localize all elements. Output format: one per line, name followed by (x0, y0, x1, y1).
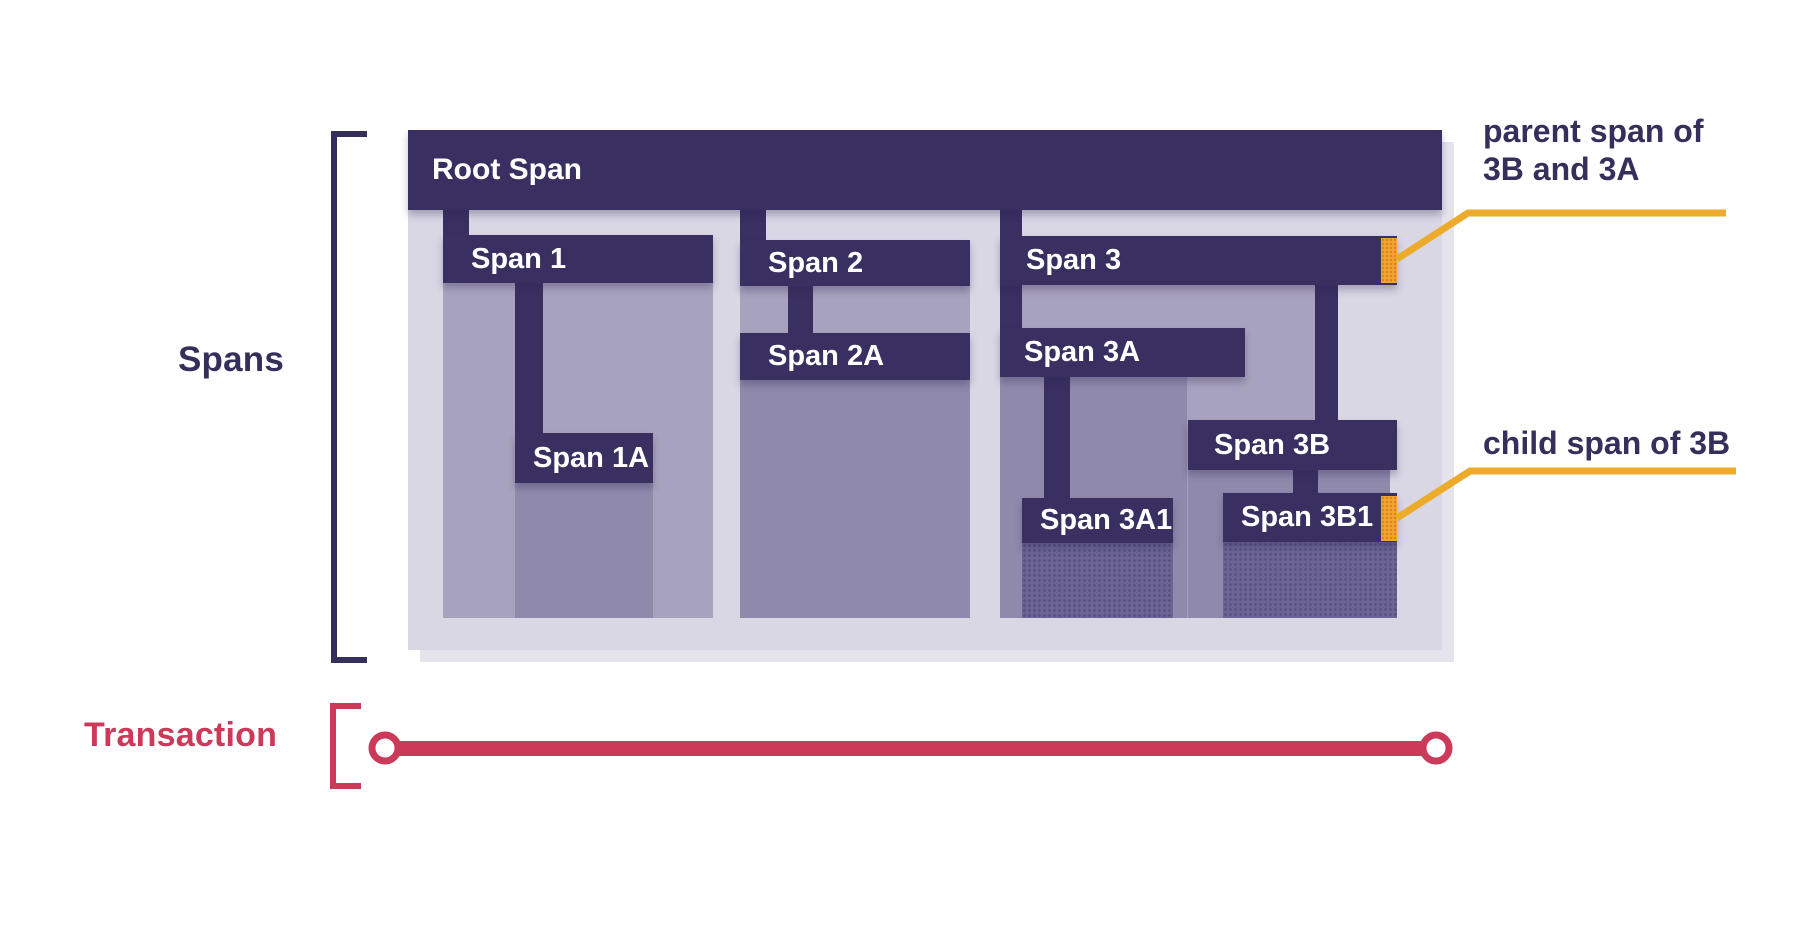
root-span-bar: Root Span (408, 130, 1442, 210)
span3a1-bar: Span 3A1 (1022, 498, 1173, 543)
span3b1-label: Span 3B1 (1241, 501, 1374, 533)
transaction-bracket (330, 703, 361, 789)
annotation-parent-span: parent span of 3B and 3A (1483, 113, 1704, 187)
span2a-duration-area (740, 380, 970, 618)
connector-span3b-span3b1 (1293, 470, 1318, 493)
trace-panel: Root Span Span 1 Span 1A Span 2 Span 2A … (408, 130, 1442, 650)
span3b1-duration-area (1223, 542, 1397, 618)
connector-span1-span1a (515, 283, 543, 433)
span3-label: Span 3 (1026, 244, 1122, 276)
span3a1-duration-area (1022, 543, 1173, 618)
spans-bracket (331, 131, 367, 663)
transaction-start-circle (368, 731, 402, 765)
connector-root-span3 (1000, 208, 1022, 238)
span3-bar: Span 3 (1000, 236, 1397, 285)
transaction-end-circle (1419, 731, 1453, 765)
connector-span2-span2a (788, 286, 813, 333)
span3a-bar: Span 3A (1000, 328, 1245, 377)
span2-bar: Span 2 (740, 240, 970, 286)
span1a-label: Span 1A (533, 441, 650, 474)
span1a-bar: Span 1A (515, 433, 653, 483)
root-span-label: Root Span (432, 153, 582, 186)
connector-root-span2 (740, 208, 766, 242)
span3b-bar: Span 3B (1188, 420, 1397, 470)
connector-root-span1 (443, 208, 469, 238)
span1a-duration-area (515, 483, 653, 618)
span2-label: Span 2 (768, 246, 864, 279)
connector-span3a-span3a1 (1044, 377, 1070, 498)
span2a-bar: Span 2A (740, 333, 970, 380)
parent-annotation-callout-line (1395, 209, 1726, 262)
child-annotation-callout-line (1395, 467, 1736, 521)
transaction-section-label: Transaction (84, 716, 278, 754)
spans-section-label: Spans (178, 340, 285, 379)
annotation-child-span: child span of 3B (1483, 425, 1731, 461)
parent-span-marker (1381, 238, 1397, 283)
child-span-marker (1381, 496, 1397, 541)
span2a-label: Span 2A (768, 340, 885, 372)
span3b1-bar: Span 3B1 (1223, 493, 1397, 542)
transaction-timeline (397, 741, 1424, 756)
connector-span3-span3b (1315, 285, 1338, 420)
span1-label: Span 1 (471, 242, 567, 275)
span3b-label: Span 3B (1214, 428, 1331, 461)
span1-bar: Span 1 (443, 235, 713, 283)
connector-span3-span3a (1000, 285, 1022, 328)
span3a-label: Span 3A (1024, 336, 1141, 368)
span3a1-label: Span 3A1 (1040, 504, 1173, 536)
